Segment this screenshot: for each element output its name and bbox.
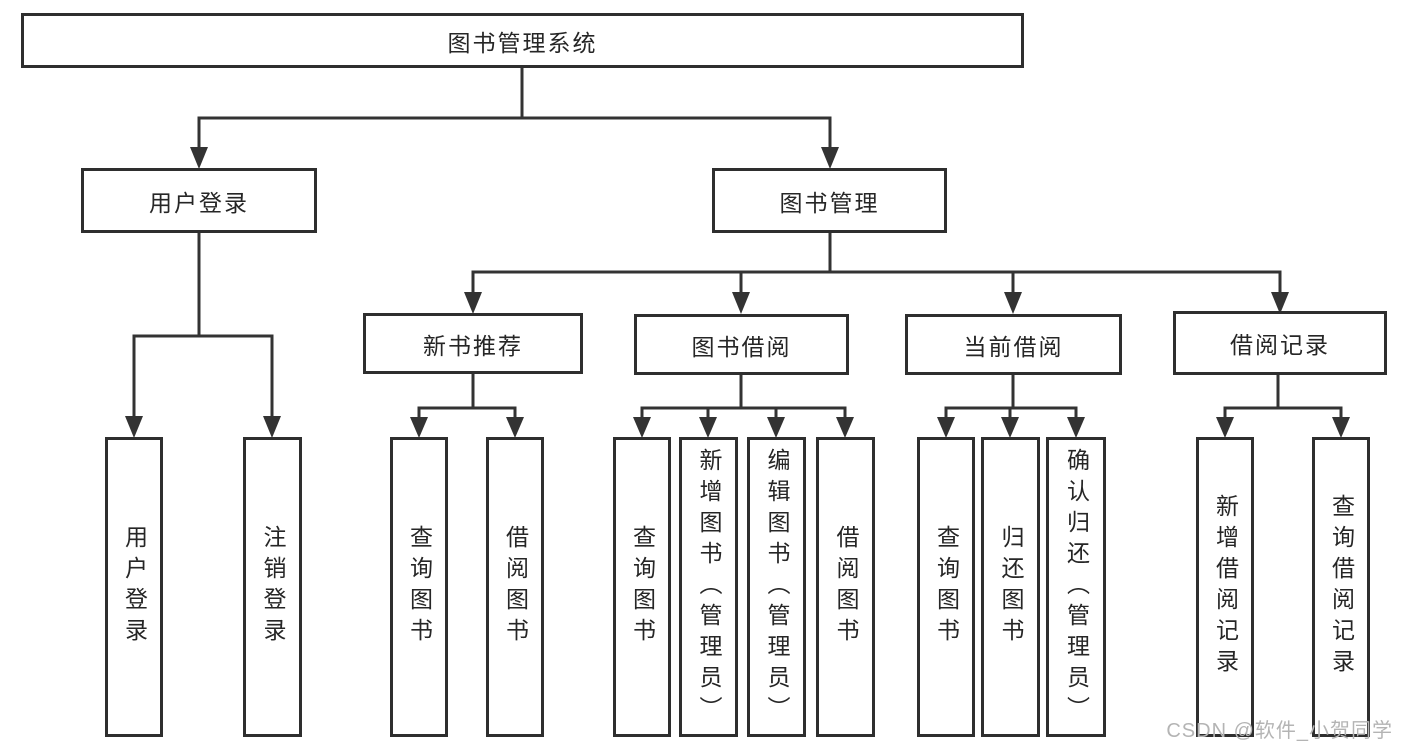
leaf-label: 归还图书 (998, 525, 1024, 649)
node-label: 图书借阅 (691, 333, 792, 360)
leaf-query-books-current: 查询图书 (917, 437, 975, 737)
leaf-query-borrow-record: 查询借阅记录 (1312, 437, 1370, 737)
csdn-watermark: CSDN @软件_小贺同学 (1166, 720, 1393, 742)
node-library-management-system: 图书管理系统 (21, 13, 1024, 68)
node-new-book-recommend: 新书推荐 (363, 313, 583, 374)
leaf-borrow-books-recommend: 借阅图书 (486, 437, 544, 737)
leaf-borrow-books: 借阅图书 (816, 437, 875, 737)
leaf-add-borrow-record: 新增借阅记录 (1196, 437, 1254, 737)
node-label: 新书推荐 (423, 332, 523, 359)
node-label: 用户登录 (149, 189, 249, 216)
node-label: 借阅记录 (1230, 332, 1330, 358)
node-book-management: 图书管理 (712, 168, 947, 233)
node-book-borrow: 图书借阅 (634, 314, 849, 375)
leaf-label: 新增图书（管理员） (696, 447, 722, 727)
leaf-label: 借阅图书 (833, 525, 859, 649)
node-label: 当前借阅 (963, 333, 1064, 360)
leaf-label: 新增借阅记录 (1212, 494, 1239, 680)
leaf-label: 借阅图书 (502, 525, 529, 649)
leaf-label: 查询图书 (933, 525, 960, 649)
leaf-label: 确认归还（管理员） (1063, 447, 1090, 727)
leaf-confirm-return-admin: 确认归还（管理员） (1046, 437, 1106, 737)
leaf-return-books: 归还图书 (981, 437, 1040, 737)
leaf-label: 用户登录 (121, 525, 148, 649)
leaf-edit-book-admin: 编辑图书（管理员） (747, 437, 806, 737)
leaf-label: 注销登录 (260, 525, 286, 649)
leaf-label: 查询图书 (629, 525, 656, 649)
node-current-borrow: 当前借阅 (905, 314, 1122, 375)
node-label: 图书管理系统 (447, 29, 598, 56)
leaf-label: 查询图书 (406, 525, 433, 649)
node-borrow-records: 借阅记录 (1173, 311, 1387, 375)
leaf-label: 编辑图书（管理员） (764, 447, 790, 727)
leaf-add-book-admin: 新增图书（管理员） (679, 437, 738, 737)
leaf-logout: 注销登录 (243, 437, 302, 737)
leaf-query-books-borrow: 查询图书 (613, 437, 671, 737)
leaf-user-login: 用户登录 (105, 437, 163, 737)
leaf-query-books-recommend: 查询图书 (390, 437, 448, 737)
node-label: 图书管理 (779, 189, 880, 216)
node-user-login: 用户登录 (81, 168, 317, 233)
leaf-label: 查询借阅记录 (1328, 494, 1355, 680)
